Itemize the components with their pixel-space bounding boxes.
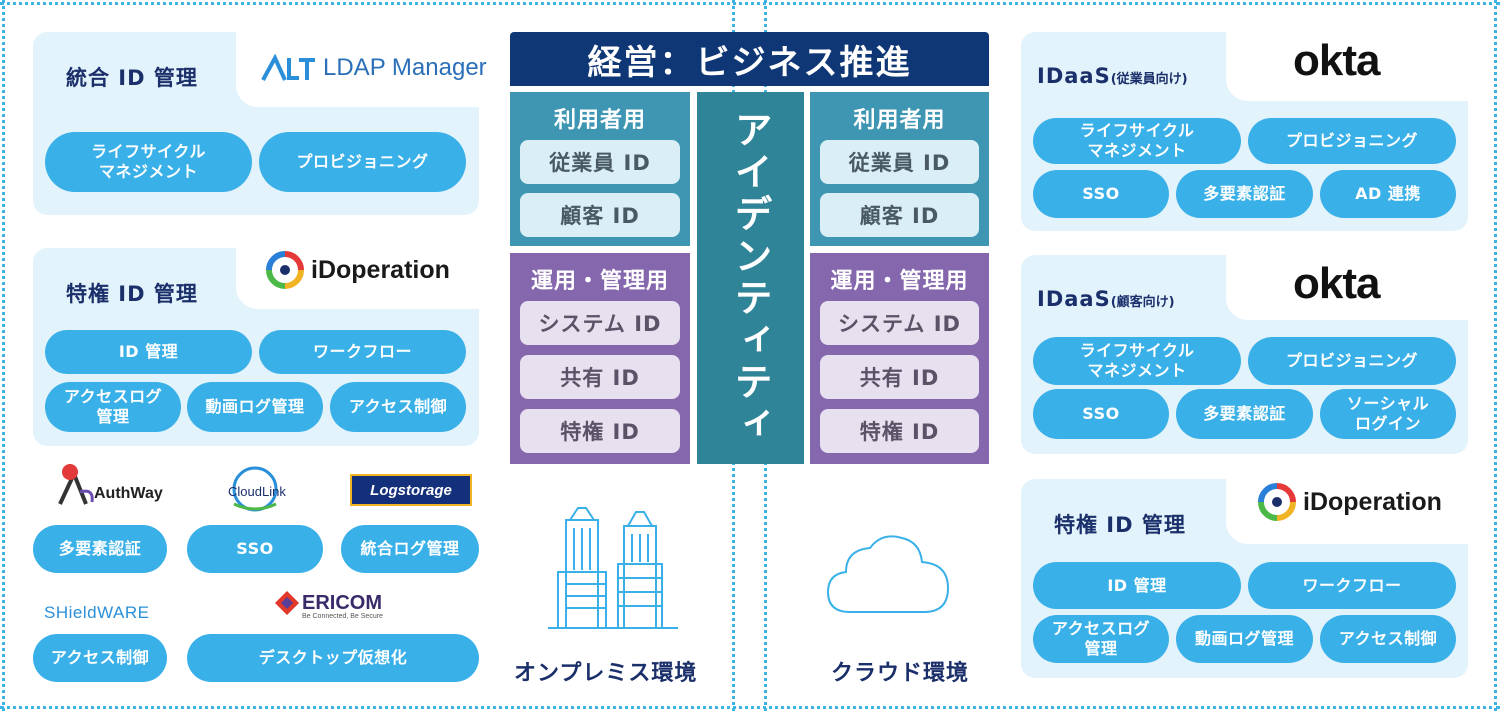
onprem-users-box: 利用者用 従業員 ID 顧客 ID	[510, 92, 690, 246]
shieldware-logo-text: SHieldWARE	[44, 603, 150, 622]
provisioning-pill: プロビジョニング	[1248, 118, 1456, 164]
privileged-id-panel-left: 特権 ID 管理 iDoperation ID 管理 ワークフロー アクセスログ…	[33, 247, 480, 446]
panel-title-text: IDaaS	[1037, 64, 1111, 88]
privileged-id-chip: 特権 ID	[820, 409, 979, 453]
cloud-ops-box: 運用・管理用 システム ID 共有 ID 特権 ID	[810, 253, 989, 464]
provisioning-pill: プロビジョニング	[1248, 337, 1456, 385]
video-log-pill: 動画ログ管理	[1176, 615, 1313, 663]
workflow-pill: ワークフロー	[1248, 562, 1456, 609]
shieldware-logo: SHieldWARE	[44, 603, 149, 623]
buildings-icon	[548, 507, 678, 629]
ldap-manager-mark-icon	[261, 54, 315, 81]
id-management-pill: ID 管理	[1033, 562, 1241, 609]
customer-id-chip: 顧客 ID	[520, 193, 680, 237]
authway-logo: AuthWay	[56, 462, 163, 508]
mfa-pill: 多要素認証	[1176, 170, 1313, 218]
mfa-pill: 多要素認証	[33, 525, 167, 573]
customer-id-chip: 顧客 ID	[820, 193, 979, 237]
frame-top-line	[0, 2, 1500, 5]
okta-logo: okta	[1293, 36, 1380, 86]
id-management-pill: ID 管理	[45, 330, 252, 374]
ldap-manager-logo-text: LDAP Manager	[323, 54, 487, 81]
cloudlink-globe-icon	[232, 466, 278, 512]
integrated-log-pill: 統合ログ管理	[341, 525, 479, 573]
system-id-chip: システム ID	[820, 301, 979, 345]
panel-title-text: IDaaS	[1037, 287, 1111, 311]
cloudlink-logo-text: CloudLink	[228, 484, 286, 499]
idoperation-logo-text: iDoperation	[311, 255, 450, 284]
onprem-label: オンプレミス環境	[514, 661, 698, 686]
panel-title: IDaaS(従業員向け)	[1037, 64, 1188, 88]
box-head: 運用・管理用	[530, 269, 669, 294]
ericom-mark-icon	[275, 591, 299, 615]
cloud-label: クラウド環境	[831, 661, 970, 686]
panel-title: 特権 ID 管理	[66, 282, 198, 306]
okta-logo: okta	[1293, 259, 1380, 309]
idoperation-ring-icon	[1258, 483, 1296, 521]
shared-id-chip: 共有 ID	[520, 355, 680, 399]
box-head: 利用者用	[553, 108, 646, 133]
panel-subtitle: (顧客向け)	[1110, 295, 1175, 310]
ericom-logo-text: ERICOM	[302, 591, 382, 614]
employee-id-chip: 従業員 ID	[820, 140, 979, 184]
lifecycle-pill: ライフサイクル マネジメント	[45, 132, 252, 192]
idaas-customer-panel: IDaaS(顧客向け) okta ライフサイクル マネジメント プロビジョニング…	[1021, 254, 1469, 454]
frame-bottom-line	[0, 706, 1500, 709]
logstorage-logo-text: Logstorage	[370, 481, 452, 499]
idoperation-logo-text: iDoperation	[1303, 487, 1442, 516]
idoperation-logo: iDoperation	[265, 250, 450, 290]
shared-id-chip: 共有 ID	[820, 355, 979, 399]
idaas-employee-panel: IDaaS(従業員向け) okta ライフサイクル マネジメント プロビジョニン…	[1021, 31, 1469, 231]
onprem-ops-box: 運用・管理用 システム ID 共有 ID 特権 ID	[510, 253, 690, 464]
sso-pill: SSO	[1033, 170, 1169, 218]
authway-logo-text: AuthWay	[94, 485, 163, 502]
panel-title: 統合 ID 管理	[66, 66, 198, 90]
sso-pill: SSO	[1033, 389, 1169, 439]
cloud-icon	[826, 535, 950, 613]
lifecycle-pill: ライフサイクル マネジメント	[1033, 337, 1241, 385]
cloud-users-box: 利用者用 従業員 ID 顧客 ID	[810, 92, 989, 246]
access-control-pill: アクセス制御	[330, 382, 466, 432]
workflow-pill: ワークフロー	[259, 330, 466, 374]
idoperation-logo: iDoperation	[1257, 482, 1442, 522]
provisioning-pill: プロビジョニング	[259, 132, 466, 192]
okta-logo-text: okta	[1293, 259, 1380, 308]
frame-left-line	[2, 0, 5, 711]
cloudlink-logo: CloudLink	[214, 466, 296, 512]
access-control-pill-shieldware: アクセス制御	[33, 634, 167, 682]
ericom-logo: ERICOM Be Connected, Be Secure	[274, 590, 383, 620]
system-id-chip: システム ID	[520, 301, 680, 345]
ericom-tagline: Be Connected, Be Secure	[302, 613, 383, 620]
okta-logo-text: okta	[1293, 36, 1380, 85]
idoperation-ring-icon	[266, 251, 304, 289]
integrated-id-panel: 統合 ID 管理 LDAP Manager ライフサイクル マネジメント プロビ…	[33, 31, 487, 215]
panel-subtitle: (従業員向け)	[1110, 72, 1188, 87]
privileged-id-chip: 特権 ID	[520, 409, 680, 453]
desktop-virtualization-pill: デスクトップ仮想化	[187, 634, 479, 682]
social-login-pill: ソーシャル ログイン	[1320, 389, 1456, 439]
lifecycle-pill: ライフサイクル マネジメント	[1033, 118, 1241, 164]
business-header: 経営：ビジネス推進	[510, 32, 989, 86]
video-log-pill: 動画ログ管理	[187, 382, 323, 432]
logstorage-logo: Logstorage	[350, 474, 472, 506]
ldap-manager-logo: LDAP Manager	[261, 54, 487, 82]
access-log-pill: アクセスログ 管理	[45, 382, 181, 432]
access-log-pill: アクセスログ 管理	[1033, 615, 1169, 663]
authway-sphere-icon	[58, 464, 94, 505]
sso-pill: SSO	[187, 525, 323, 573]
mfa-pill: 多要素認証	[1176, 389, 1313, 439]
employee-id-chip: 従業員 ID	[520, 140, 680, 184]
privileged-id-panel-right: 特権 ID 管理 iDoperation ID 管理 ワークフロー アクセスログ…	[1021, 478, 1469, 678]
frame-right-line	[1494, 0, 1497, 711]
box-head: 運用・管理用	[830, 269, 969, 294]
identity-column: アイデンティティ	[697, 92, 804, 464]
ad-integration-pill: AD 連携	[1320, 170, 1456, 218]
box-head: 利用者用	[853, 108, 946, 133]
panel-title: 特権 ID 管理	[1054, 513, 1186, 537]
panel-title: IDaaS(顧客向け)	[1037, 287, 1175, 311]
access-control-pill: アクセス制御	[1320, 615, 1456, 663]
